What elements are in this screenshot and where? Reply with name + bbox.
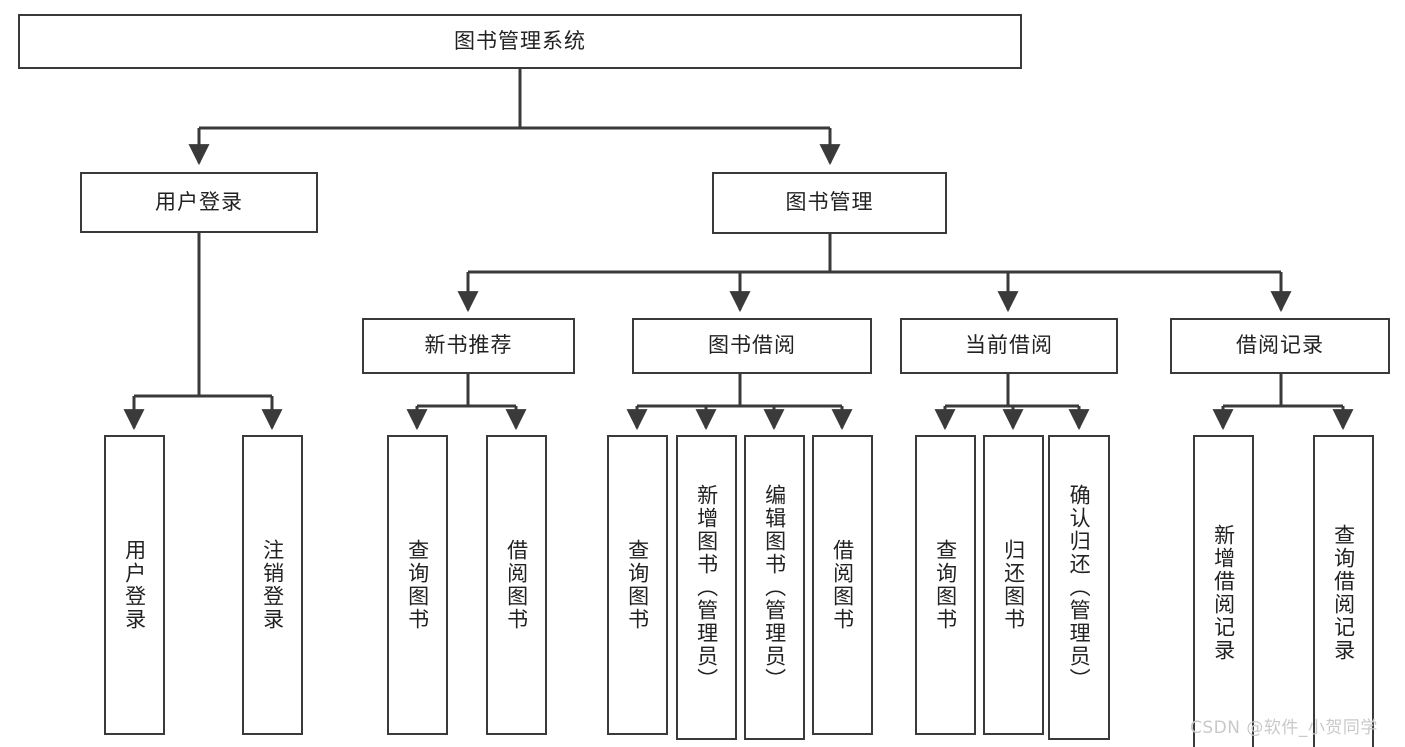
- node-leaf-user-logout[interactable]: 注销登录: [242, 435, 303, 735]
- node-leaf-bw-edit-label: 编辑图书（管理员）: [762, 484, 787, 691]
- node-login[interactable]: 用户登录: [80, 172, 318, 233]
- node-leaf-nb-borrow[interactable]: 借阅图书: [486, 435, 547, 735]
- node-login-label: 用户登录: [155, 189, 243, 214]
- node-borrow[interactable]: 图书借阅: [632, 318, 872, 374]
- node-current-label: 当前借阅: [965, 333, 1053, 358]
- node-leaf-user-login-label: 用户登录: [122, 539, 147, 631]
- node-leaf-cur-confirm[interactable]: 确认归还（管理员）: [1048, 435, 1110, 740]
- node-leaf-cur-return[interactable]: 归还图书: [983, 435, 1044, 735]
- node-leaf-cur-query[interactable]: 查询图书: [915, 435, 976, 735]
- node-leaf-bw-edit[interactable]: 编辑图书（管理员）: [744, 435, 805, 740]
- node-leaf-bw-add-label: 新增图书（管理员）: [694, 484, 719, 691]
- node-leaf-nb-query-label: 查询图书: [405, 539, 430, 631]
- node-leaf-bw-borrow[interactable]: 借阅图书: [812, 435, 873, 735]
- node-borrow-label: 图书借阅: [708, 333, 796, 358]
- node-root-label: 图书管理系统: [454, 28, 586, 53]
- node-records-label: 借阅记录: [1236, 333, 1324, 358]
- node-leaf-cur-query-label: 查询图书: [933, 539, 958, 631]
- node-newbook-label: 新书推荐: [424, 333, 513, 358]
- node-leaf-bw-query-label: 查询图书: [625, 539, 650, 631]
- node-newbook[interactable]: 新书推荐: [362, 318, 575, 374]
- node-leaf-bw-add[interactable]: 新增图书（管理员）: [676, 435, 737, 740]
- csdn-watermark: CSDN @软件_小贺同学: [1190, 718, 1378, 738]
- node-leaf-cur-confirm-label: 确认归还（管理员）: [1067, 484, 1092, 691]
- node-leaf-rec-query[interactable]: 查询借阅记录: [1313, 435, 1374, 747]
- node-leaf-bw-borrow-label: 借阅图书: [830, 539, 855, 631]
- node-bookmgmt-label: 图书管理: [785, 190, 874, 215]
- node-bookmgmt[interactable]: 图书管理: [712, 172, 947, 234]
- node-leaf-user-login[interactable]: 用户登录: [104, 435, 165, 735]
- node-leaf-cur-return-label: 归还图书: [1001, 539, 1026, 631]
- node-leaf-nb-borrow-label: 借阅图书: [504, 539, 529, 631]
- node-leaf-bw-query[interactable]: 查询图书: [607, 435, 668, 735]
- node-root[interactable]: 图书管理系统: [18, 14, 1022, 69]
- node-leaf-rec-query-label: 查询借阅记录: [1331, 523, 1356, 662]
- node-leaf-nb-query[interactable]: 查询图书: [387, 435, 448, 735]
- node-leaf-rec-add-label: 新增借阅记录: [1211, 523, 1236, 662]
- node-leaf-rec-add[interactable]: 新增借阅记录: [1193, 435, 1254, 747]
- node-leaf-user-logout-label: 注销登录: [260, 539, 285, 631]
- node-current[interactable]: 当前借阅: [900, 318, 1118, 374]
- node-records[interactable]: 借阅记录: [1170, 318, 1390, 374]
